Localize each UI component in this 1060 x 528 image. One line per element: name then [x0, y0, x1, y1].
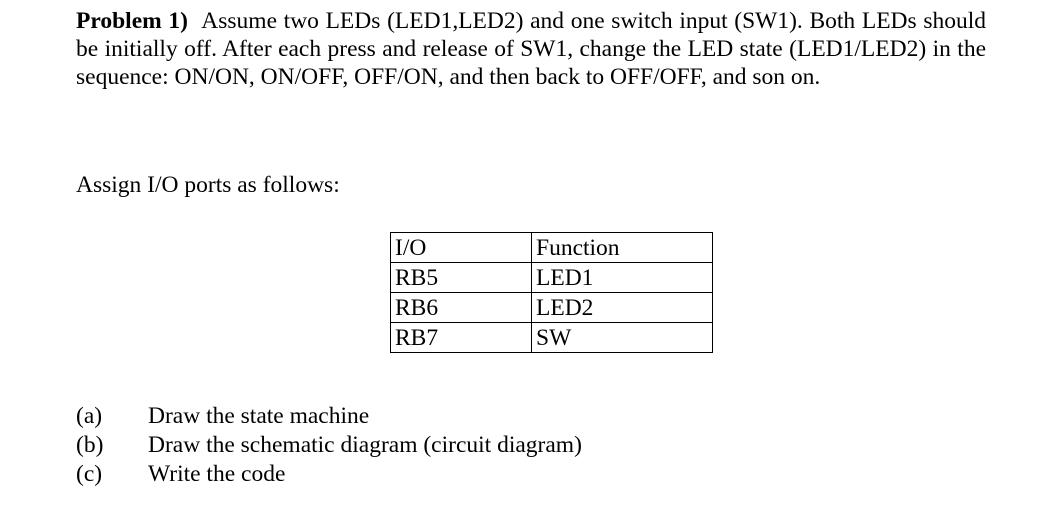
table-cell: RB6 — [390, 292, 532, 323]
table-cell: LED2 — [531, 292, 713, 323]
list-marker: (a) — [76, 403, 103, 429]
table-header-cell: I/O — [390, 232, 532, 263]
list-item-text: Write the code — [148, 461, 286, 487]
table-row: RB7 SW — [390, 322, 713, 353]
io-port-table: I/O Function RB5 LED1 RB6 LED2 RB7 SW — [390, 232, 713, 353]
list-item: (b) Draw the schematic diagram (circuit … — [76, 431, 582, 460]
list-item-text: Draw the state machine — [148, 403, 370, 429]
list-item-text: Draw the schematic diagram (circuit diag… — [148, 432, 582, 458]
table-row: RB6 LED2 — [390, 292, 713, 323]
table-header-row: I/O Function — [390, 232, 713, 263]
task-list: (a) Draw the state machine (b) Draw the … — [76, 402, 582, 489]
problem-statement: Problem 1) Assume two LEDs (LED1,LED2) a… — [76, 7, 986, 91]
table-row: RB5 LED1 — [390, 262, 713, 293]
table-cell: SW — [531, 322, 713, 353]
problem-body: Assume two LEDs (LED1,LED2) and one swit… — [76, 8, 986, 90]
list-item: (a) Draw the state machine — [76, 402, 582, 431]
assign-instruction: Assign I/O ports as follows: — [76, 172, 340, 198]
list-item: (c) Write the code — [76, 460, 582, 489]
table-header-cell: Function — [531, 232, 713, 263]
table-cell: RB5 — [390, 262, 532, 293]
table-cell: RB7 — [390, 322, 532, 353]
list-marker: (b) — [76, 432, 104, 458]
table-cell: LED1 — [531, 262, 713, 293]
problem-heading: Problem 1) — [76, 8, 188, 34]
list-marker: (c) — [76, 461, 103, 487]
